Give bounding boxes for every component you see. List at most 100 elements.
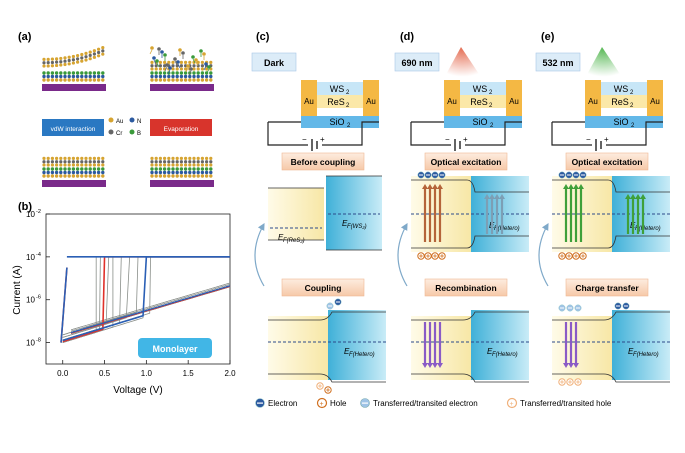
battery-plus: + [463, 135, 468, 144]
battery-minus: − [586, 135, 591, 144]
arrow-head [432, 363, 438, 368]
monolayer-badge [138, 338, 212, 358]
y-tick-exponent: -6 [36, 295, 41, 301]
process-arrow [538, 222, 549, 287]
process-arrow [397, 222, 408, 287]
arrow-head [422, 184, 428, 189]
step-title: Before coupling [291, 157, 356, 167]
cb-edge [411, 311, 529, 321]
ws2-layer [460, 82, 506, 95]
y-tick-label: 10 [26, 253, 35, 262]
iv-curve [62, 256, 230, 343]
arrow-head [573, 184, 579, 189]
substrate [150, 84, 214, 91]
step-title: Optical excitation [431, 157, 502, 167]
fermi-sub: F(Hetero) [349, 352, 375, 358]
fermi-sub: F(Hetero) [635, 226, 661, 232]
arrow-head [489, 194, 495, 199]
au-contact-right [647, 80, 663, 116]
arrow-head [437, 363, 443, 368]
arrow-head [427, 363, 433, 368]
iv-curve-return [70, 285, 231, 334]
res2-label: ReS [611, 97, 629, 107]
au-label: Au [588, 97, 598, 106]
svg-text:Au: Au [116, 119, 123, 125]
subscript: 2 [347, 123, 351, 129]
cb-edge [552, 179, 670, 193]
svg-text:+: + [320, 401, 324, 408]
ws2-label: WS [473, 84, 488, 94]
res2-label: ReS [327, 97, 345, 107]
arrow-head [563, 184, 569, 189]
au-contact-left [585, 80, 601, 116]
sio2-label: SiO [329, 117, 344, 127]
legend-transferred-electron: Transferred/transited electron [373, 399, 478, 408]
panel-label-d: (d) [400, 31, 414, 43]
arrow-head [563, 363, 569, 368]
fermi-sub: F(WS₂) [347, 224, 367, 230]
y-tick-label: 10 [26, 296, 35, 305]
panel-label-e: (e) [541, 31, 555, 43]
au-contact-left [301, 80, 317, 116]
iv-curve [62, 256, 230, 338]
res2-layer [317, 95, 363, 108]
illumination-label-box [394, 52, 440, 72]
arrow-head [437, 184, 443, 189]
sio2-label: SiO [472, 117, 487, 127]
x-tick-label: 1.5 [183, 369, 195, 378]
step-title-box [424, 152, 508, 171]
fermi-label: E [342, 219, 348, 228]
arrow-head [494, 194, 500, 199]
fermi-sub: F(Hetero) [492, 352, 518, 358]
step-title: Recombination [435, 283, 496, 293]
subscript: 2 [489, 90, 493, 96]
step-title-box [565, 278, 649, 297]
y-tick-exponent: -8 [36, 338, 41, 344]
monolayer-badge-text: Monolayer [152, 344, 198, 354]
au-label: Au [366, 97, 376, 106]
svg-text:+: + [510, 401, 514, 408]
iv-curve-rise [60, 267, 68, 343]
sio2-layer [444, 116, 522, 128]
subscript: 2 [631, 123, 635, 129]
ws2-label: WS [330, 84, 345, 94]
panel-a-illustration [42, 45, 214, 187]
arrow-head [499, 194, 505, 199]
arrow-head [568, 363, 574, 368]
fermi-sub: F(Hetero) [633, 352, 659, 358]
cb-edge [268, 311, 386, 321]
y-tick-exponent: -4 [36, 252, 41, 258]
fermi-label: E [487, 347, 493, 356]
circuit-wire [267, 121, 379, 146]
subscript: 2 [346, 90, 350, 96]
au-contact-right [363, 80, 379, 116]
light-beam [584, 47, 624, 80]
x-tick-label: 0.0 [57, 369, 69, 378]
ws2-label: WS [614, 84, 629, 94]
arrow-head [625, 194, 631, 199]
vb-edge [268, 373, 386, 383]
chart-y-label: Current (A) [12, 265, 23, 314]
vb-edge [411, 235, 529, 249]
au-contact-left [444, 80, 460, 116]
substrate [42, 180, 106, 187]
circuit-wire [410, 121, 522, 146]
illumination-label-box [535, 52, 581, 72]
battery-minus: − [302, 135, 307, 144]
ws2-band [612, 310, 670, 380]
vdw-label: vdW interaction [51, 126, 96, 133]
ws2-band [326, 176, 382, 250]
illumination-label: Dark [264, 58, 285, 68]
ws2-layer [601, 82, 647, 95]
step-title-box [424, 278, 508, 297]
iv-curve [62, 256, 230, 343]
process-arrow [254, 222, 265, 287]
svg-text:Cr: Cr [116, 131, 122, 137]
res2-label: ReS [470, 97, 488, 107]
y-tick-exponent: -2 [36, 209, 41, 215]
arrow-head [630, 194, 636, 199]
battery-plus: + [604, 135, 609, 144]
arrow-head [568, 184, 574, 189]
